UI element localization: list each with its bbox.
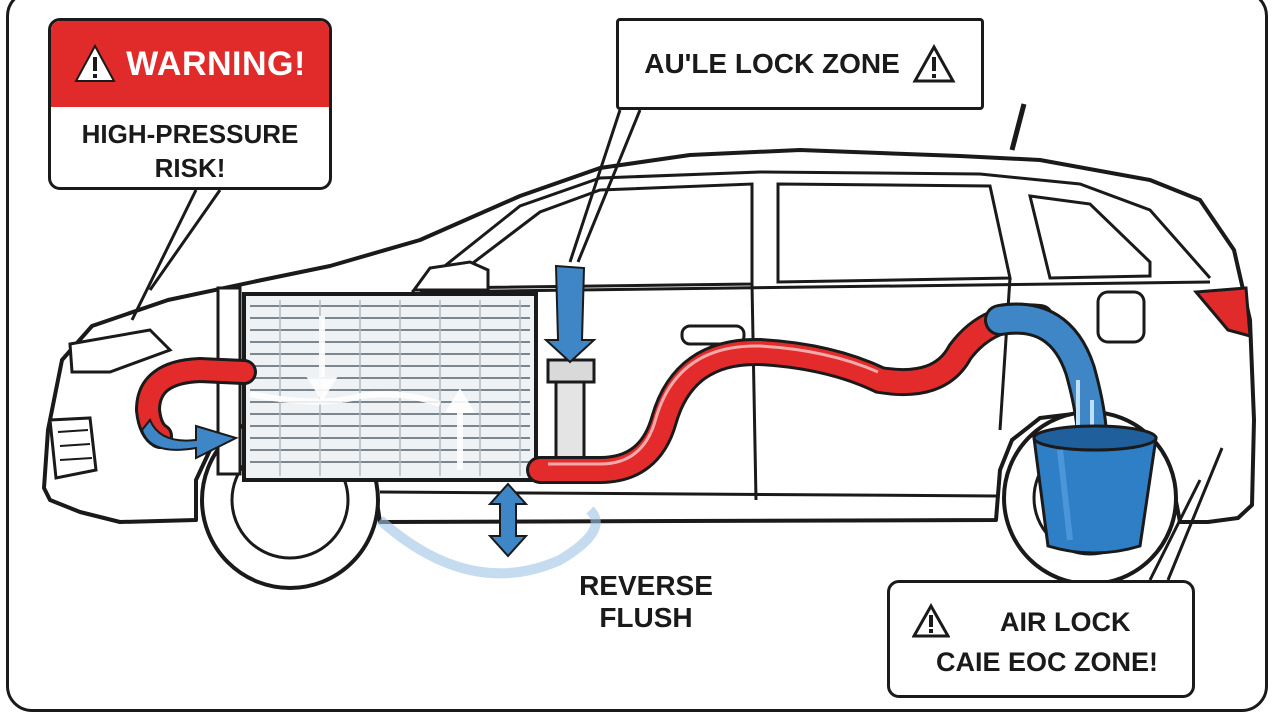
sill-line [379,490,997,498]
diagram-frame [6,0,1268,712]
quarter-window [1028,194,1152,280]
airlock-bottom-line-2: CAIE EOC ZONE! [936,647,1159,677]
radiator [216,286,538,482]
hot-hose-fill [529,306,1051,481]
grille-slats [57,429,93,461]
airlock-bottom-line-1: AIR LOCK [1000,607,1131,637]
front-grille [48,416,98,480]
airlock-top-pointer [568,109,642,263]
warning-header: WARNING! [51,21,329,107]
side-mirror [411,260,490,292]
front-window [435,182,754,290]
reverse-flush-line-1: REVERSE [579,570,713,601]
warning-callout: WARNING! HIGH-PRESSURE RISK! [48,18,332,190]
warning-pointer [130,189,222,321]
reverse-flush-label: REVERSE FLUSH [566,570,726,634]
down-flow-arrow [543,264,597,364]
antenna [1009,103,1027,151]
airlock-top-callout: AU'LE LOCK ZONE [616,18,984,110]
airlock-top-label: AU'LE LOCK ZONE [644,48,900,79]
reverse-flush-line-2: FLUSH [599,602,693,633]
door-seam-rear [998,277,1012,431]
headlight [68,328,173,374]
hazard-triangle-icon [912,44,956,83]
rear-door-window [776,182,1012,284]
warning-line-2: RISK! [154,153,226,183]
hazard-triangle-icon [912,603,950,638]
airlock-bottom-pointer [1148,447,1224,581]
warning-title: WARNING! [126,44,306,83]
drain-bucket [1032,424,1158,555]
door-seam-front [750,283,758,501]
front-flow-arrow [140,418,239,460]
reverse-flush-arrow [487,482,529,558]
door-handle [680,324,746,346]
airlock-bottom-callout: AIR LOCK CAIE EOC ZONE! [887,580,1195,698]
fuel-door [1096,290,1146,344]
tail-light [1192,286,1252,339]
roof-line [411,170,1212,294]
hot-hose-highlight [548,344,879,466]
warning-line-1: HIGH-PRESSURE [81,119,299,149]
belt-line [419,280,1211,294]
flush-ripple [376,506,601,579]
warning-triangle-icon [74,43,116,82]
